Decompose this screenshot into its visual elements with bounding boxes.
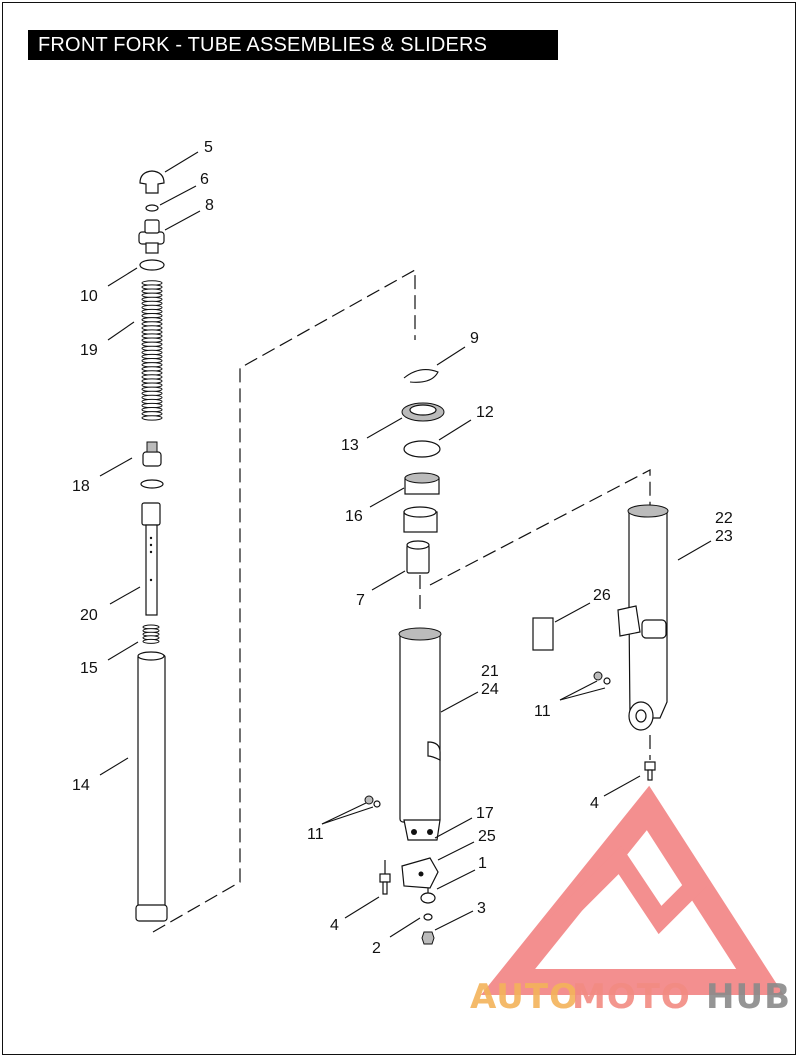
callout-22: 22 xyxy=(715,510,733,527)
automotohub-wordmark: AUTO MOTO HUB xyxy=(470,977,791,1017)
page-title: FRONT FORK - TUBE ASSEMBLIES & SLIDERS xyxy=(28,30,558,60)
callout-6: 6 xyxy=(200,171,209,188)
callout-24: 24 xyxy=(481,681,499,698)
callout-14: 14 xyxy=(72,777,90,794)
drain-screws-mid xyxy=(364,795,381,808)
callout-7: 7 xyxy=(356,592,365,609)
callout-15: 15 xyxy=(80,660,98,677)
assembly-dash-lines xyxy=(152,268,651,933)
leader-lines xyxy=(99,151,712,938)
fork-plug xyxy=(138,219,165,254)
lower-bushing xyxy=(403,506,438,533)
callout-11-right: 11 xyxy=(534,703,551,720)
fork-tube xyxy=(135,651,168,922)
callout-5: 5 xyxy=(204,139,213,156)
wordmark-hub: HUB xyxy=(706,977,791,1017)
slider-left xyxy=(398,627,442,841)
oil-seal xyxy=(401,402,445,422)
retaining-ring xyxy=(403,369,439,383)
callout-21: 21 xyxy=(481,663,499,680)
fork-cap-bolt xyxy=(139,170,165,194)
reflector xyxy=(532,617,554,651)
slider-right xyxy=(617,504,669,731)
fork-spring xyxy=(141,280,163,421)
automotohub-logo xyxy=(480,785,784,995)
callout-9: 9 xyxy=(470,330,479,347)
callout-1: 1 xyxy=(478,855,487,872)
washer xyxy=(139,259,165,271)
wordmark-moto: MOTO xyxy=(572,977,691,1017)
wordmark-auto: AUTO xyxy=(470,977,579,1017)
callout-3: 3 xyxy=(477,900,486,917)
drain-screws-right xyxy=(593,671,611,685)
callout-23: 23 xyxy=(715,528,733,545)
piston-ring xyxy=(140,479,164,489)
callout-4-mid: 4 xyxy=(330,917,339,934)
acorn-nut xyxy=(421,931,435,945)
callout-25: 25 xyxy=(478,828,496,845)
callout-20: 20 xyxy=(80,607,98,624)
damper-rod-valve xyxy=(142,441,162,467)
damper-rod-lock xyxy=(406,540,430,574)
callout-10: 10 xyxy=(80,288,98,305)
callout-2: 2 xyxy=(372,940,381,957)
callout-19: 19 xyxy=(80,342,98,359)
cap-screw-mid xyxy=(379,873,391,895)
callout-numbers: 5 6 8 10 19 18 20 15 14 9 13 12 16 7 21 … xyxy=(72,139,733,957)
axle-cap xyxy=(401,857,439,889)
damper-tube xyxy=(141,502,161,616)
lockwasher xyxy=(420,892,436,904)
callout-18: 18 xyxy=(72,478,90,495)
callout-8: 8 xyxy=(205,197,214,214)
washer-small xyxy=(423,913,433,921)
seal-spacer xyxy=(403,440,441,458)
callout-26: 26 xyxy=(593,587,611,604)
o-ring xyxy=(145,204,159,212)
rebound-spring xyxy=(142,624,160,644)
callout-16: 16 xyxy=(345,508,363,525)
callout-12: 12 xyxy=(476,404,494,421)
upper-bushing xyxy=(404,472,440,495)
cap-screw-right xyxy=(644,761,656,781)
callout-13: 13 xyxy=(341,437,359,454)
callout-17: 17 xyxy=(476,805,494,822)
callout-4-right: 4 xyxy=(590,795,599,812)
callout-11-mid: 11 xyxy=(307,826,324,843)
